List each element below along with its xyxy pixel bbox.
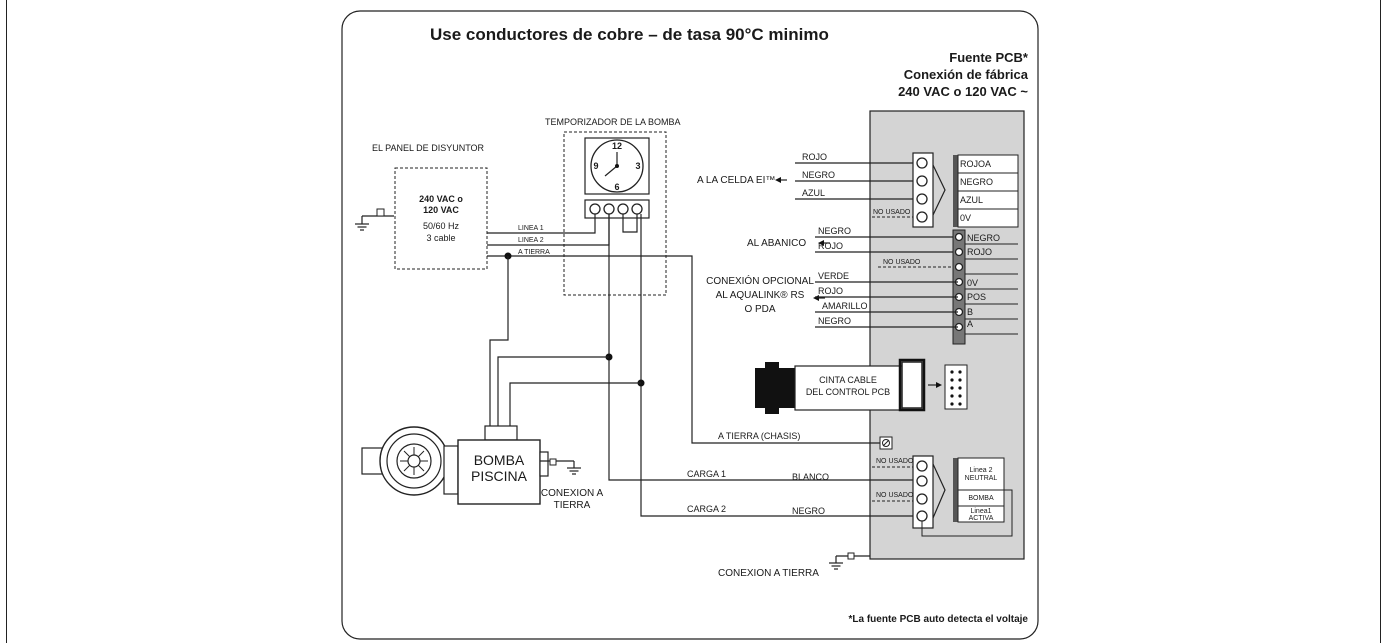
breaker-voltage2: 120 VAC <box>423 205 459 215</box>
cell-wire-3: AZUL <box>802 188 825 198</box>
timer-terminal-2 <box>603 203 615 215</box>
fan-label: AL ABANICO <box>747 238 806 249</box>
pump-feed2-wire <box>509 382 641 426</box>
aqualink-terminal-1: 0V <box>967 278 978 288</box>
timer-terminal-block <box>584 199 650 219</box>
ribbon-label-2: DEL CONTROL PCB <box>806 387 890 397</box>
load-plug <box>912 455 934 529</box>
ground-wire <box>487 255 883 444</box>
timer-clock-icon <box>590 139 644 193</box>
timer-terminal-1 <box>589 203 601 215</box>
load2-wire <box>640 214 930 517</box>
fan-wire-1: NEGRO <box>818 226 851 236</box>
cell-plug <box>912 152 934 228</box>
pump-label-1: BOMBA <box>474 452 525 468</box>
bottom-ground-label: CONEXION A TIERRA <box>718 568 819 579</box>
pump-ground-label-1: CONEXION A <box>541 488 604 499</box>
aqualink-label-3: O PDA <box>744 304 775 315</box>
ribbon-header-icon <box>944 364 968 410</box>
timer-title: TEMPORIZADOR DE LA BOMBA <box>545 117 681 127</box>
source-line2: Conexión de fábrica <box>904 67 1029 82</box>
aqualink-terminal-2: POS <box>967 292 986 302</box>
breaker-voltage1: 240 VAC o <box>419 194 463 204</box>
load-linea2: Linea 2 <box>970 467 993 474</box>
timer-box <box>563 131 667 296</box>
load-neutral: NEUTRAL <box>965 475 998 482</box>
fan-wire-2: ROJO <box>818 241 843 251</box>
bottom-ground-icon <box>829 552 870 570</box>
pump-ground-label-2: TIERRA <box>554 500 591 511</box>
source-line3: 240 VAC o 120 VAC ~ <box>898 84 1028 99</box>
load-bomba: BOMBA <box>968 495 994 502</box>
aqualink-wire-2: ROJO <box>818 286 843 296</box>
load-header <box>953 458 958 522</box>
ribbon-cable <box>755 358 926 414</box>
cell-terminal-3: AZUL <box>960 195 983 205</box>
aqualink-terminal-4: A <box>967 319 973 329</box>
breaker-wires: 3 cable <box>426 233 455 243</box>
timer-terminal-3 <box>617 203 629 215</box>
cell-terminal-1: ROJOA <box>960 159 991 169</box>
cell-not-used: NO USADO <box>873 209 911 216</box>
cell-terminal-4: 0V <box>960 213 971 223</box>
aqualink-wire-1: VERDE <box>818 271 849 281</box>
clock-6: 6 <box>614 182 619 192</box>
cell-label: A LA CELDA EI™ <box>697 175 775 186</box>
fan-terminal-2: ROJO <box>967 247 992 257</box>
aqualink-label-1: CONEXIÓN OPCIONAL <box>706 274 814 287</box>
cell-wire-2: NEGRO <box>802 170 835 180</box>
timer-bridge-wire <box>622 214 638 233</box>
breaker-panel <box>394 167 488 270</box>
clock-3: 3 <box>635 161 640 171</box>
breaker-panel-title: EL PANEL DE DISYUNTOR <box>372 143 485 153</box>
load-linea1: Linea1 <box>970 508 991 515</box>
clock-12: 12 <box>612 141 622 151</box>
chassis-ground-icon <box>879 436 893 450</box>
linea2-label: LINEA 2 <box>518 237 544 244</box>
carga1-label: CARGA 1 <box>687 469 726 479</box>
linea1-wire <box>487 214 596 234</box>
aqualink-label-2: AL AQUALINK® RS <box>716 290 805 301</box>
linea1-label: LINEA 1 <box>518 225 544 232</box>
load-not-used-1: NO USADO <box>876 458 914 465</box>
load1-wire <box>608 214 930 481</box>
ground-to-pump-wire <box>489 256 509 426</box>
breaker-ground-icon <box>355 208 394 231</box>
cell-header <box>953 155 958 227</box>
source-line1: Fuente PCB* <box>949 50 1029 65</box>
aqualink-wire-4: NEGRO <box>818 316 851 326</box>
timer-terminal-4 <box>631 203 643 215</box>
pump-feed1-wire <box>497 356 609 426</box>
negro-label: NEGRO <box>792 506 825 516</box>
breaker-freq: 50/60 Hz <box>423 221 460 231</box>
footnote: *La fuente PCB auto detecta el voltaje <box>849 614 1029 625</box>
cell-wire-1: ROJO <box>802 152 827 162</box>
fan-terminal-1: NEGRO <box>967 233 1000 243</box>
pump-label-2: PISCINA <box>471 468 528 484</box>
page-title: Use conductores de cobre – de tasa 90°C … <box>430 25 829 44</box>
fan-aqualink-header <box>952 229 966 345</box>
aqualink-terminal-3: B <box>967 307 973 317</box>
ribbon-label-1: CINTA CABLE <box>819 375 877 385</box>
tierra-label: A TIERRA <box>518 249 550 256</box>
load-not-used-2: NO USADO <box>876 492 914 499</box>
fan-not-used: NO USADO <box>883 259 921 266</box>
carga2-label: CARGA 2 <box>687 504 726 514</box>
aqualink-wire-3: AMARILLO <box>822 301 868 311</box>
blanco-label: BLANCO <box>792 472 829 482</box>
chassis-ground-label: A TIERRA (CHASIS) <box>718 431 800 441</box>
load-activa: ACTIVA <box>969 515 994 522</box>
cell-terminal-2: NEGRO <box>960 177 993 187</box>
pump-icon <box>361 425 581 505</box>
clock-9: 9 <box>593 161 598 171</box>
